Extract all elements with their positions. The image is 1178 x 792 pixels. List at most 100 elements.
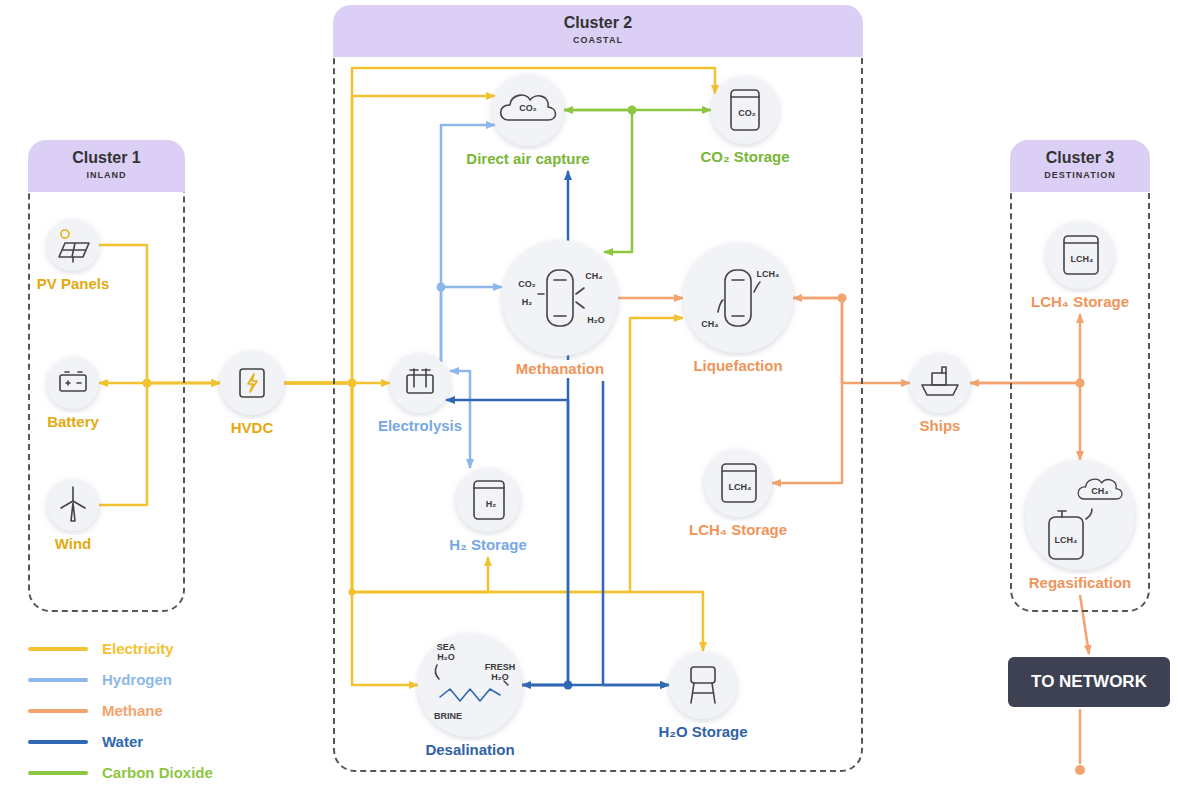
icon-label: LCH₄ <box>1051 535 1081 545</box>
flow-connector <box>970 383 1080 460</box>
tank-icon <box>731 90 759 130</box>
legend-row: Electricity <box>28 640 248 658</box>
icon-circle <box>418 633 522 737</box>
icon-circle <box>1046 221 1114 289</box>
cluster-title: Cluster 2 <box>333 5 863 32</box>
node-label: Wind <box>52 535 95 553</box>
network-outlet <box>1075 709 1085 775</box>
flow-connector <box>284 318 683 592</box>
wind-icon <box>61 487 85 521</box>
process-node: Methanation <box>502 240 618 378</box>
cluster-title: Cluster 1 <box>28 140 185 167</box>
legend-text: Methane <box>102 702 163 720</box>
junction-dot <box>143 106 1085 690</box>
junction-dot <box>143 379 152 388</box>
process-node: LCH₄ Storage <box>686 449 790 539</box>
process-node: HVDC <box>220 351 284 437</box>
legend-text: Water <box>102 733 143 751</box>
air-capture-icon <box>501 95 556 120</box>
liquefier-icon <box>718 270 760 326</box>
flow-connector <box>522 684 669 687</box>
cluster-subtitle: DESTINATION <box>1010 167 1150 180</box>
icon-label: CO₂ <box>735 108 759 118</box>
flow-connector <box>793 298 910 383</box>
regasification-icon <box>1049 479 1122 559</box>
icon-label: CH₄ <box>699 319 721 329</box>
tank-icon <box>474 481 504 519</box>
ship-icon <box>922 385 958 395</box>
junction-dot <box>349 589 356 596</box>
node-label: H₂ Storage <box>446 536 530 554</box>
water-tower-icon <box>691 667 715 703</box>
node-label: Electrolysis <box>375 417 465 435</box>
icon-circle <box>47 219 99 271</box>
regasification-icon <box>1058 509 1092 519</box>
flow-connector <box>441 287 502 362</box>
electrolyser-icon <box>407 369 433 393</box>
network-outlet <box>1079 709 1082 764</box>
ship-icon <box>922 367 958 395</box>
battery-icon <box>65 372 82 385</box>
liquefier-icon <box>718 280 760 316</box>
icon-label: CO₂ <box>516 103 540 113</box>
icon-label: BRINE <box>432 711 464 721</box>
flow-connector <box>564 109 711 112</box>
cluster-region: Cluster 3DESTINATIONLCH₄ StorageRegasifi… <box>1010 140 1150 612</box>
legend-swatch <box>28 678 88 682</box>
pv-icon <box>59 230 89 262</box>
node-label: H₂O Storage <box>655 723 750 741</box>
flow-connector <box>603 381 669 685</box>
process-node: CO₂ Storage <box>697 76 792 166</box>
process-node: PV Panels <box>34 219 113 293</box>
icon-label: CO₂ <box>516 279 538 289</box>
hvdc-icon <box>240 369 264 397</box>
desalination-icon <box>440 689 500 701</box>
icon-label: H₂ <box>480 499 502 509</box>
icon-label: CH₄ <box>1088 486 1112 496</box>
electrolyser-icon <box>410 369 430 387</box>
legend-row: Water <box>28 733 248 751</box>
process-node: LCH₄ Storage <box>1028 221 1132 311</box>
tank-icon <box>1064 236 1098 274</box>
tank-icon <box>474 487 504 489</box>
legend-swatch <box>28 709 88 713</box>
icon-circle <box>669 651 737 719</box>
tank-icon <box>474 481 504 519</box>
icon-circle <box>910 353 970 413</box>
node-label: HVDC <box>228 419 277 437</box>
process-node: Ships <box>910 353 970 435</box>
flow-connector <box>284 96 495 383</box>
process-node: Direct air capture <box>463 74 592 168</box>
icon-label: SEA H₂O <box>432 642 460 662</box>
legend-row: Carbon Dioxide <box>28 764 248 782</box>
icon-circle <box>47 479 99 531</box>
node-label: Liquefaction <box>690 357 785 375</box>
legend-text: Carbon Dioxide <box>102 764 213 782</box>
hvdc-icon <box>248 374 257 392</box>
process-node: Liquefaction <box>683 243 793 375</box>
tank-icon <box>1064 242 1098 244</box>
flow-connector <box>618 297 683 300</box>
flow-connector <box>284 383 703 651</box>
junction-dot <box>628 106 637 115</box>
tank-icon <box>722 470 756 472</box>
icon-circle <box>390 353 450 413</box>
node-label: Ships <box>917 417 964 435</box>
icon-circle <box>220 351 284 415</box>
junction-dot <box>437 283 446 292</box>
legend-text: Electricity <box>102 640 174 658</box>
node-label: CO₂ Storage <box>697 148 792 166</box>
liquefier-icon <box>725 270 751 326</box>
node-label: Regasification <box>1026 574 1135 592</box>
node-label: Desalination <box>422 741 517 759</box>
process-node: H₂O Storage <box>655 651 750 741</box>
icon-circle <box>47 357 99 409</box>
node-label: Direct air capture <box>463 150 592 168</box>
icon-circle <box>502 240 618 356</box>
flow-connector <box>284 383 488 592</box>
electrolyser-icon <box>407 375 433 393</box>
cluster-outline <box>333 35 863 772</box>
icon-strokes <box>59 90 1122 703</box>
